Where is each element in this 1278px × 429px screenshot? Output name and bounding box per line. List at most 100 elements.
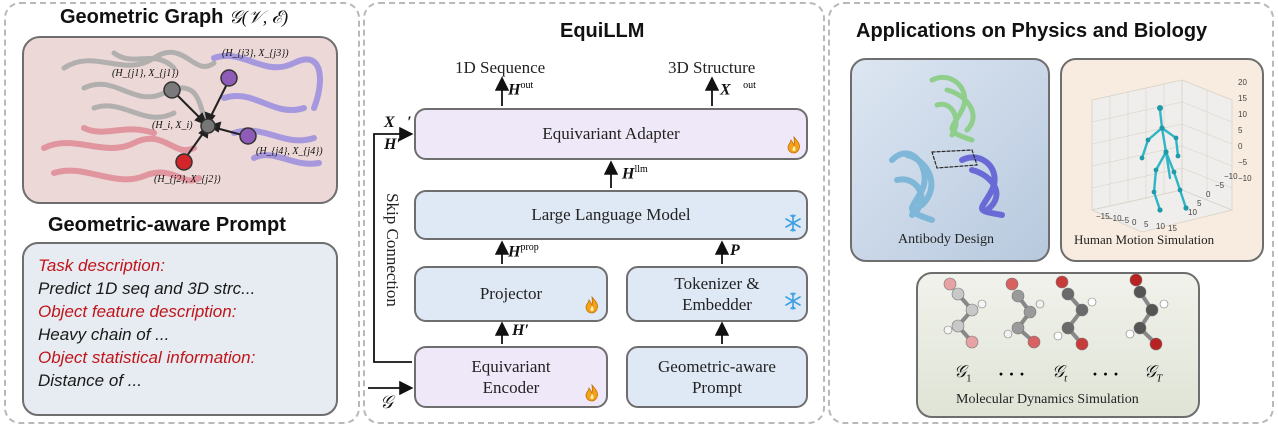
equivariant-encoder-box: Equivariant Encoder [414, 346, 608, 408]
node-label-j2: (H_{j2}, X_{j2}) [154, 174, 221, 185]
geometric-prompt-input-box: Geometric-aware Prompt [626, 346, 808, 408]
x-out-symbol: X⃗ [720, 81, 744, 99]
axis-tick-label: 15 [1238, 94, 1247, 103]
flame-icon [585, 296, 598, 314]
atom [965, 303, 979, 317]
encoder-label-line2: Encoder [482, 378, 540, 397]
geometric-prompt-box: Task description:Predict 1D seq and 3D s… [22, 242, 338, 416]
snowflake-icon [785, 214, 801, 232]
g1-symbol: 𝒢 [954, 362, 967, 381]
axis-tick-label: 0 [1132, 218, 1137, 227]
tokenizer-embedder-box: Tokenizer & Embedder [626, 266, 808, 322]
axis-tick-label: −5 [1215, 181, 1225, 190]
equivariant-adapter-box: Equivariant Adapter [414, 108, 808, 160]
embedder-label: Embedder [682, 295, 752, 314]
axis-tick-label: 10 [1156, 222, 1165, 231]
gt-symbol: 𝒢 [1052, 362, 1065, 381]
atom [1061, 287, 1075, 301]
axis-tick-label: 5 [1144, 220, 1149, 229]
axis-tick-label: −5 [1238, 158, 1248, 167]
g1-sub: 1 [966, 372, 972, 385]
llm-label: Large Language Model [531, 205, 691, 224]
dots-2: · · · [1092, 364, 1120, 384]
atom [1159, 299, 1169, 309]
atom [1129, 273, 1143, 287]
axis-tick-label: −10 [1108, 214, 1122, 223]
h-out-label: Hout [508, 80, 533, 99]
projector-box: Projector [414, 266, 608, 322]
atom [1061, 321, 1075, 335]
h-prop-symbol: H [508, 243, 521, 261]
equillm-title: EquiLLM [560, 20, 645, 42]
tokenizer-label: Tokenizer & [674, 274, 760, 293]
atom [951, 287, 965, 301]
atom [1055, 275, 1069, 289]
atom [1075, 303, 1089, 317]
h-out-sup: out [520, 80, 534, 91]
axis-tick-label: −10 [1224, 172, 1238, 181]
h-prime-label: H′ [512, 322, 529, 339]
atom [977, 299, 987, 309]
atom [1023, 305, 1037, 319]
geometric-graph-title-text: Geometric Graph [60, 6, 224, 28]
axis-tick-label: 0 [1238, 142, 1243, 151]
left-panel [4, 2, 360, 424]
node-label-i: (H_i, X_i) [152, 120, 193, 131]
h-llm-label: Hllm [622, 164, 648, 183]
snowflake-icon [785, 292, 801, 310]
atom [1011, 289, 1025, 303]
prompt-line: Heavy chain of ... [38, 325, 170, 344]
node-label-j1: (H_{j1}, X_{j1}) [112, 68, 179, 79]
molecular-dynamics-caption: Molecular Dynamics Simulation [956, 392, 1139, 407]
atom [1125, 329, 1135, 339]
atom [1003, 329, 1013, 339]
axis-tick-label: −10 [1238, 174, 1252, 183]
human-motion-caption: Human Motion Simulation [1074, 232, 1215, 247]
node-label-j4: (H_{j4}, X_{j4}) [256, 146, 323, 157]
molecule-frames-svg [943, 273, 1169, 351]
prompt-line: Object feature description: [38, 302, 237, 321]
axis-tick-label: 10 [1188, 208, 1197, 217]
geometric-prompt-title: Geometric-aware Prompt [48, 214, 286, 236]
axis-tick-label: 5 [1238, 126, 1243, 135]
x-out-sup: out [743, 80, 756, 91]
gT-symbol: 𝒢 [1144, 362, 1157, 381]
atom [1133, 285, 1147, 299]
axis-tick-label: 5 [1197, 199, 1202, 208]
molecular-dynamics-box: 𝒢1 · · · 𝒢t · · · 𝒢T Molecular Dynamics … [916, 272, 1200, 418]
projector-label: Projector [479, 284, 543, 303]
prompt-input-line1: Geometric-aware [658, 357, 776, 376]
axis-tick-label: 10 [1238, 110, 1247, 119]
prompt-line: Task description: [38, 256, 165, 275]
h-prop-label: Hprop [508, 242, 539, 261]
atom [943, 325, 953, 335]
atom [1145, 303, 1159, 317]
prompt-line: Distance of ... [38, 371, 142, 390]
atom [943, 277, 957, 291]
frame-label-g1: 𝒢1 [954, 362, 972, 384]
atom [1149, 337, 1163, 351]
h-prime-left-label: H′ [384, 136, 401, 153]
atom [965, 335, 979, 349]
atom [1027, 335, 1041, 349]
applications-title: Applications on Physics and Biology [856, 20, 1208, 42]
llm-box: Large Language Model [414, 190, 808, 240]
protein-graph-svg [41, 49, 323, 184]
prompt-line: Object statistical information: [38, 348, 256, 367]
flame-icon [585, 384, 598, 402]
prompt-input-line2: Prompt [691, 378, 743, 397]
x-prime-label: X⃗′ [384, 114, 412, 131]
atom [1011, 321, 1025, 335]
axis-tick-label: −5 [1120, 216, 1130, 225]
geometric-graph-math: 𝒢(𝒱, ℰ) [228, 7, 289, 27]
atom [1053, 331, 1063, 341]
frame-label-gT: 𝒢T [1144, 362, 1162, 384]
encoder-label-line1: Equivariant [471, 357, 551, 376]
axis-tick-label: 15 [1168, 224, 1177, 233]
h-llm-sup: llm [634, 164, 648, 175]
axis-tick-label: −15 [1096, 212, 1110, 221]
atom [1005, 277, 1019, 291]
atom [1035, 299, 1045, 309]
